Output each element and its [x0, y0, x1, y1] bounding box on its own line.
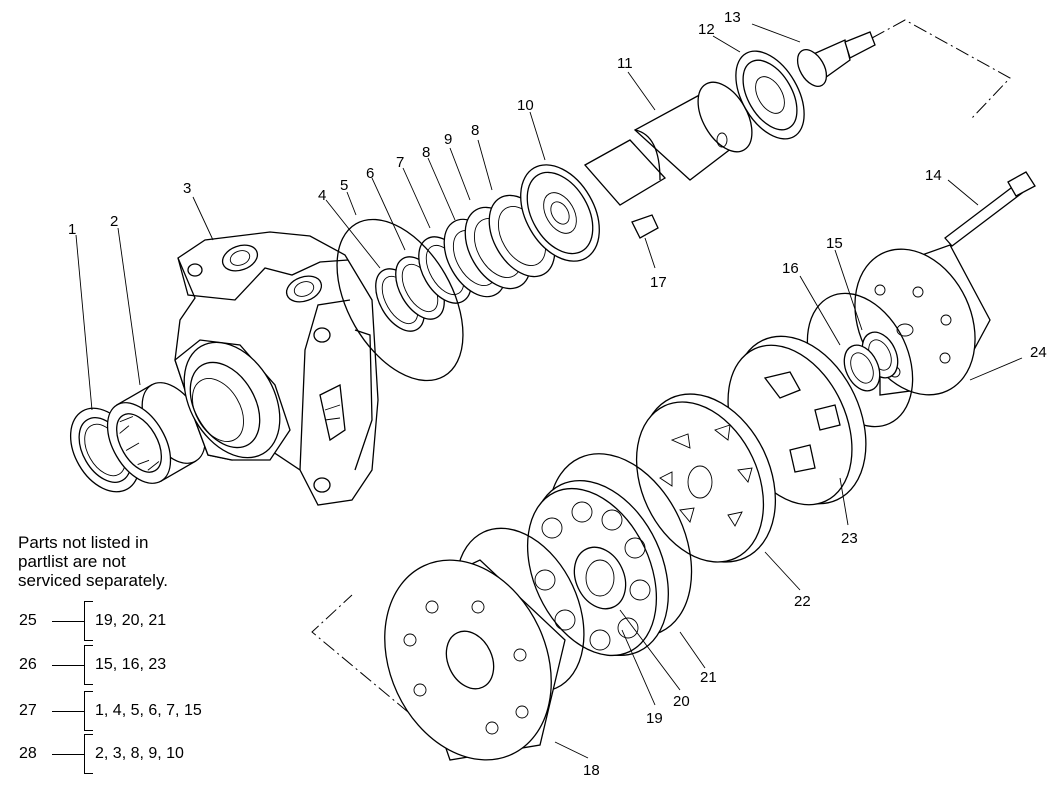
callout-21: 21 — [700, 669, 717, 686]
callout-7: 7 — [396, 154, 404, 171]
callout-19: 19 — [646, 710, 663, 727]
kit-connector — [52, 754, 84, 755]
part-16-seal — [843, 344, 881, 392]
kit-connector — [52, 711, 84, 712]
part-22-valve-plate — [635, 393, 777, 563]
note-line-1: Parts not listed in — [18, 533, 149, 552]
part-14-bolt — [944, 171, 1036, 247]
callout-8b: 8 — [471, 122, 479, 139]
kit-bracket — [84, 645, 93, 685]
callout-3: 3 — [183, 180, 191, 197]
kit-group: 26 15, 16, 23 — [0, 645, 260, 685]
kit-items: 2, 3, 8, 9, 10 — [95, 745, 184, 762]
kit-group: 25 19, 20, 21 — [0, 601, 260, 641]
callout-14: 14 — [925, 167, 942, 184]
parts-note: Parts not listed in partlist are not ser… — [18, 533, 168, 590]
part-19-rotor — [573, 546, 627, 610]
kit-bracket — [84, 691, 93, 731]
callout-20: 20 — [673, 693, 690, 710]
part-13-gear — [796, 31, 876, 87]
kit-group: 28 2, 3, 8, 9, 10 — [0, 734, 260, 774]
callout-9: 9 — [444, 131, 452, 148]
callout-13: 13 — [724, 9, 741, 26]
part-3-housing — [174, 231, 379, 506]
kit-number: 28 — [19, 745, 37, 762]
alignment-line-top — [871, 19, 1011, 119]
kit-items: 15, 16, 23 — [95, 656, 167, 673]
part-18-end-plate — [384, 559, 566, 761]
part-17-key — [631, 214, 659, 239]
note-line-3: serviced separately. — [18, 571, 168, 590]
kit-connector — [52, 665, 84, 666]
part-2-bearing — [106, 382, 206, 484]
callout-11: 11 — [617, 55, 633, 72]
callout-5: 5 — [340, 177, 348, 194]
callout-22: 22 — [794, 593, 811, 610]
callout-18: 18 — [583, 762, 600, 779]
part-5-o-ring — [336, 218, 464, 382]
callout-8: 8 — [422, 144, 430, 161]
part-10-bearing — [520, 164, 600, 262]
kit-group: 27 1, 4, 5, 6, 7, 15 — [0, 691, 260, 731]
kit-number: 25 — [19, 612, 37, 629]
kit-bracket — [84, 734, 93, 774]
leader-lines — [75, 23, 1023, 759]
part-12-bearing — [735, 50, 805, 140]
part-11-shaft — [583, 81, 753, 206]
callout-10: 10 — [517, 97, 534, 114]
callout-2: 2 — [110, 213, 118, 230]
kit-items: 1, 4, 5, 6, 7, 15 — [95, 702, 202, 719]
callout-4: 4 — [318, 187, 326, 204]
kit-items: 19, 20, 21 — [95, 612, 167, 629]
kit-number: 26 — [19, 656, 37, 673]
callout-12: 12 — [698, 21, 715, 38]
callout-16: 16 — [782, 260, 799, 277]
kit-bracket — [84, 601, 93, 641]
callout-24: 24 — [1030, 344, 1047, 361]
callout-23: 23 — [841, 530, 858, 547]
callout-15: 15 — [826, 235, 843, 252]
callout-17: 17 — [650, 274, 667, 291]
callout-6: 6 — [366, 165, 374, 182]
callout-1: 1 — [68, 221, 76, 238]
kit-connector — [52, 621, 84, 622]
kit-number: 27 — [19, 702, 37, 719]
note-line-2: partlist are not — [18, 552, 126, 571]
alignment-line-bottom — [311, 594, 409, 713]
